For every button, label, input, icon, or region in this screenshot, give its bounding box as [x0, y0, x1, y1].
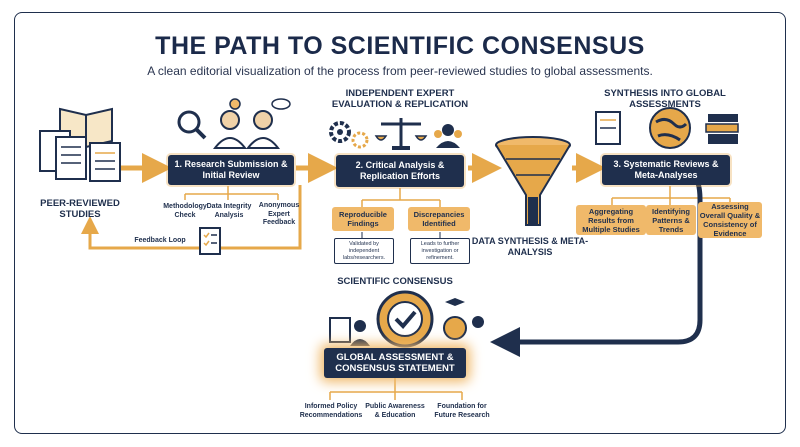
consensus-header: SCIENTIFIC CONSENSUS	[337, 276, 453, 287]
aggregating-results-label: Aggregating Results from Multiple Studie…	[582, 206, 640, 234]
peer-reviewed-label: PEER-REVIEWED STUDIES	[40, 198, 120, 220]
data-integrity-analysis: Data Integrity Analysis	[206, 203, 252, 219]
reproducible-findings-box: Reproducible Findings	[332, 207, 394, 231]
methodology-check: Methodology Check	[163, 203, 207, 219]
step3-label: 3. Systematic Reviews & Meta-Analyses	[613, 159, 719, 180]
discrepancies-identified-label: Discrepancies Identified	[413, 210, 465, 228]
step3-box: 3. Systematic Reviews & Meta-Analyses	[602, 155, 730, 185]
feedback-loop-label: Feedback Loop	[134, 237, 186, 244]
checklist-icon	[199, 227, 221, 255]
globe-reports-icon	[595, 107, 739, 149]
step2-box: 2. Critical Analysis & Replication Effor…	[336, 155, 464, 187]
step1-label: 1. Research Submission & Initial Review	[174, 159, 288, 180]
assessing-quality-box: Assessing Overall Quality & Consistency …	[698, 202, 762, 238]
reproducible-findings-label: Reproducible Findings	[339, 210, 387, 228]
page-subtitle: A clean editorial visualization of the p…	[147, 64, 653, 78]
documents-icon	[39, 107, 121, 182]
page-title: THE PATH TO SCIENTIFIC CONSENSUS	[155, 32, 645, 60]
aggregating-results-box: Aggregating Results from Multiple Studie…	[576, 205, 646, 235]
consensus-box: GLOBAL ASSESSMENT & CONSENSUS STATEMENT	[324, 348, 466, 378]
funnel-label: DATA SYNTHESIS & META-ANALYSIS	[471, 236, 589, 257]
step1-box: 1. Research Submission & Initial Review	[168, 155, 294, 185]
identifying-patterns-box: Identifying Patterns & Trends	[646, 205, 696, 235]
step3-header: SYNTHESIS INTO GLOBAL ASSESSMENTS	[604, 88, 726, 110]
reviewers-icon	[177, 98, 291, 149]
step2-header: INDEPENDENT EXPERT EVALUATION & REPLICAT…	[331, 88, 469, 110]
anonymous-expert-feedback: Anonymous Expert Feedback	[258, 202, 300, 226]
consensus-seal-icon	[329, 290, 484, 348]
reproducible-note-text: Validated by independent labs/researcher…	[342, 240, 386, 261]
assessing-quality-label: Assessing Overall Quality & Consistency …	[699, 202, 761, 238]
step2-label: 2. Critical Analysis & Replication Effor…	[355, 160, 445, 181]
feedback-loop-path	[81, 185, 302, 250]
discrepancies-identified-box: Discrepancies Identified	[408, 207, 470, 231]
identifying-patterns-label: Identifying Patterns & Trends	[652, 206, 690, 234]
reproducible-note: Validated by independent labs/researcher…	[334, 238, 394, 264]
policy-recommendations: Informed Policy Recommendations	[299, 403, 363, 419]
discrepancies-note-text: Leads to further investigation or refine…	[420, 240, 460, 261]
scale-gears-icon	[329, 118, 462, 150]
future-research: Foundation for Future Research	[434, 403, 490, 419]
funnel-icon	[495, 136, 571, 226]
consensus-label: GLOBAL ASSESSMENT & CONSENSUS STATEMENT	[335, 352, 455, 374]
discrepancies-note: Leads to further investigation or refine…	[410, 238, 470, 264]
public-awareness: Public Awareness & Education	[365, 403, 425, 419]
